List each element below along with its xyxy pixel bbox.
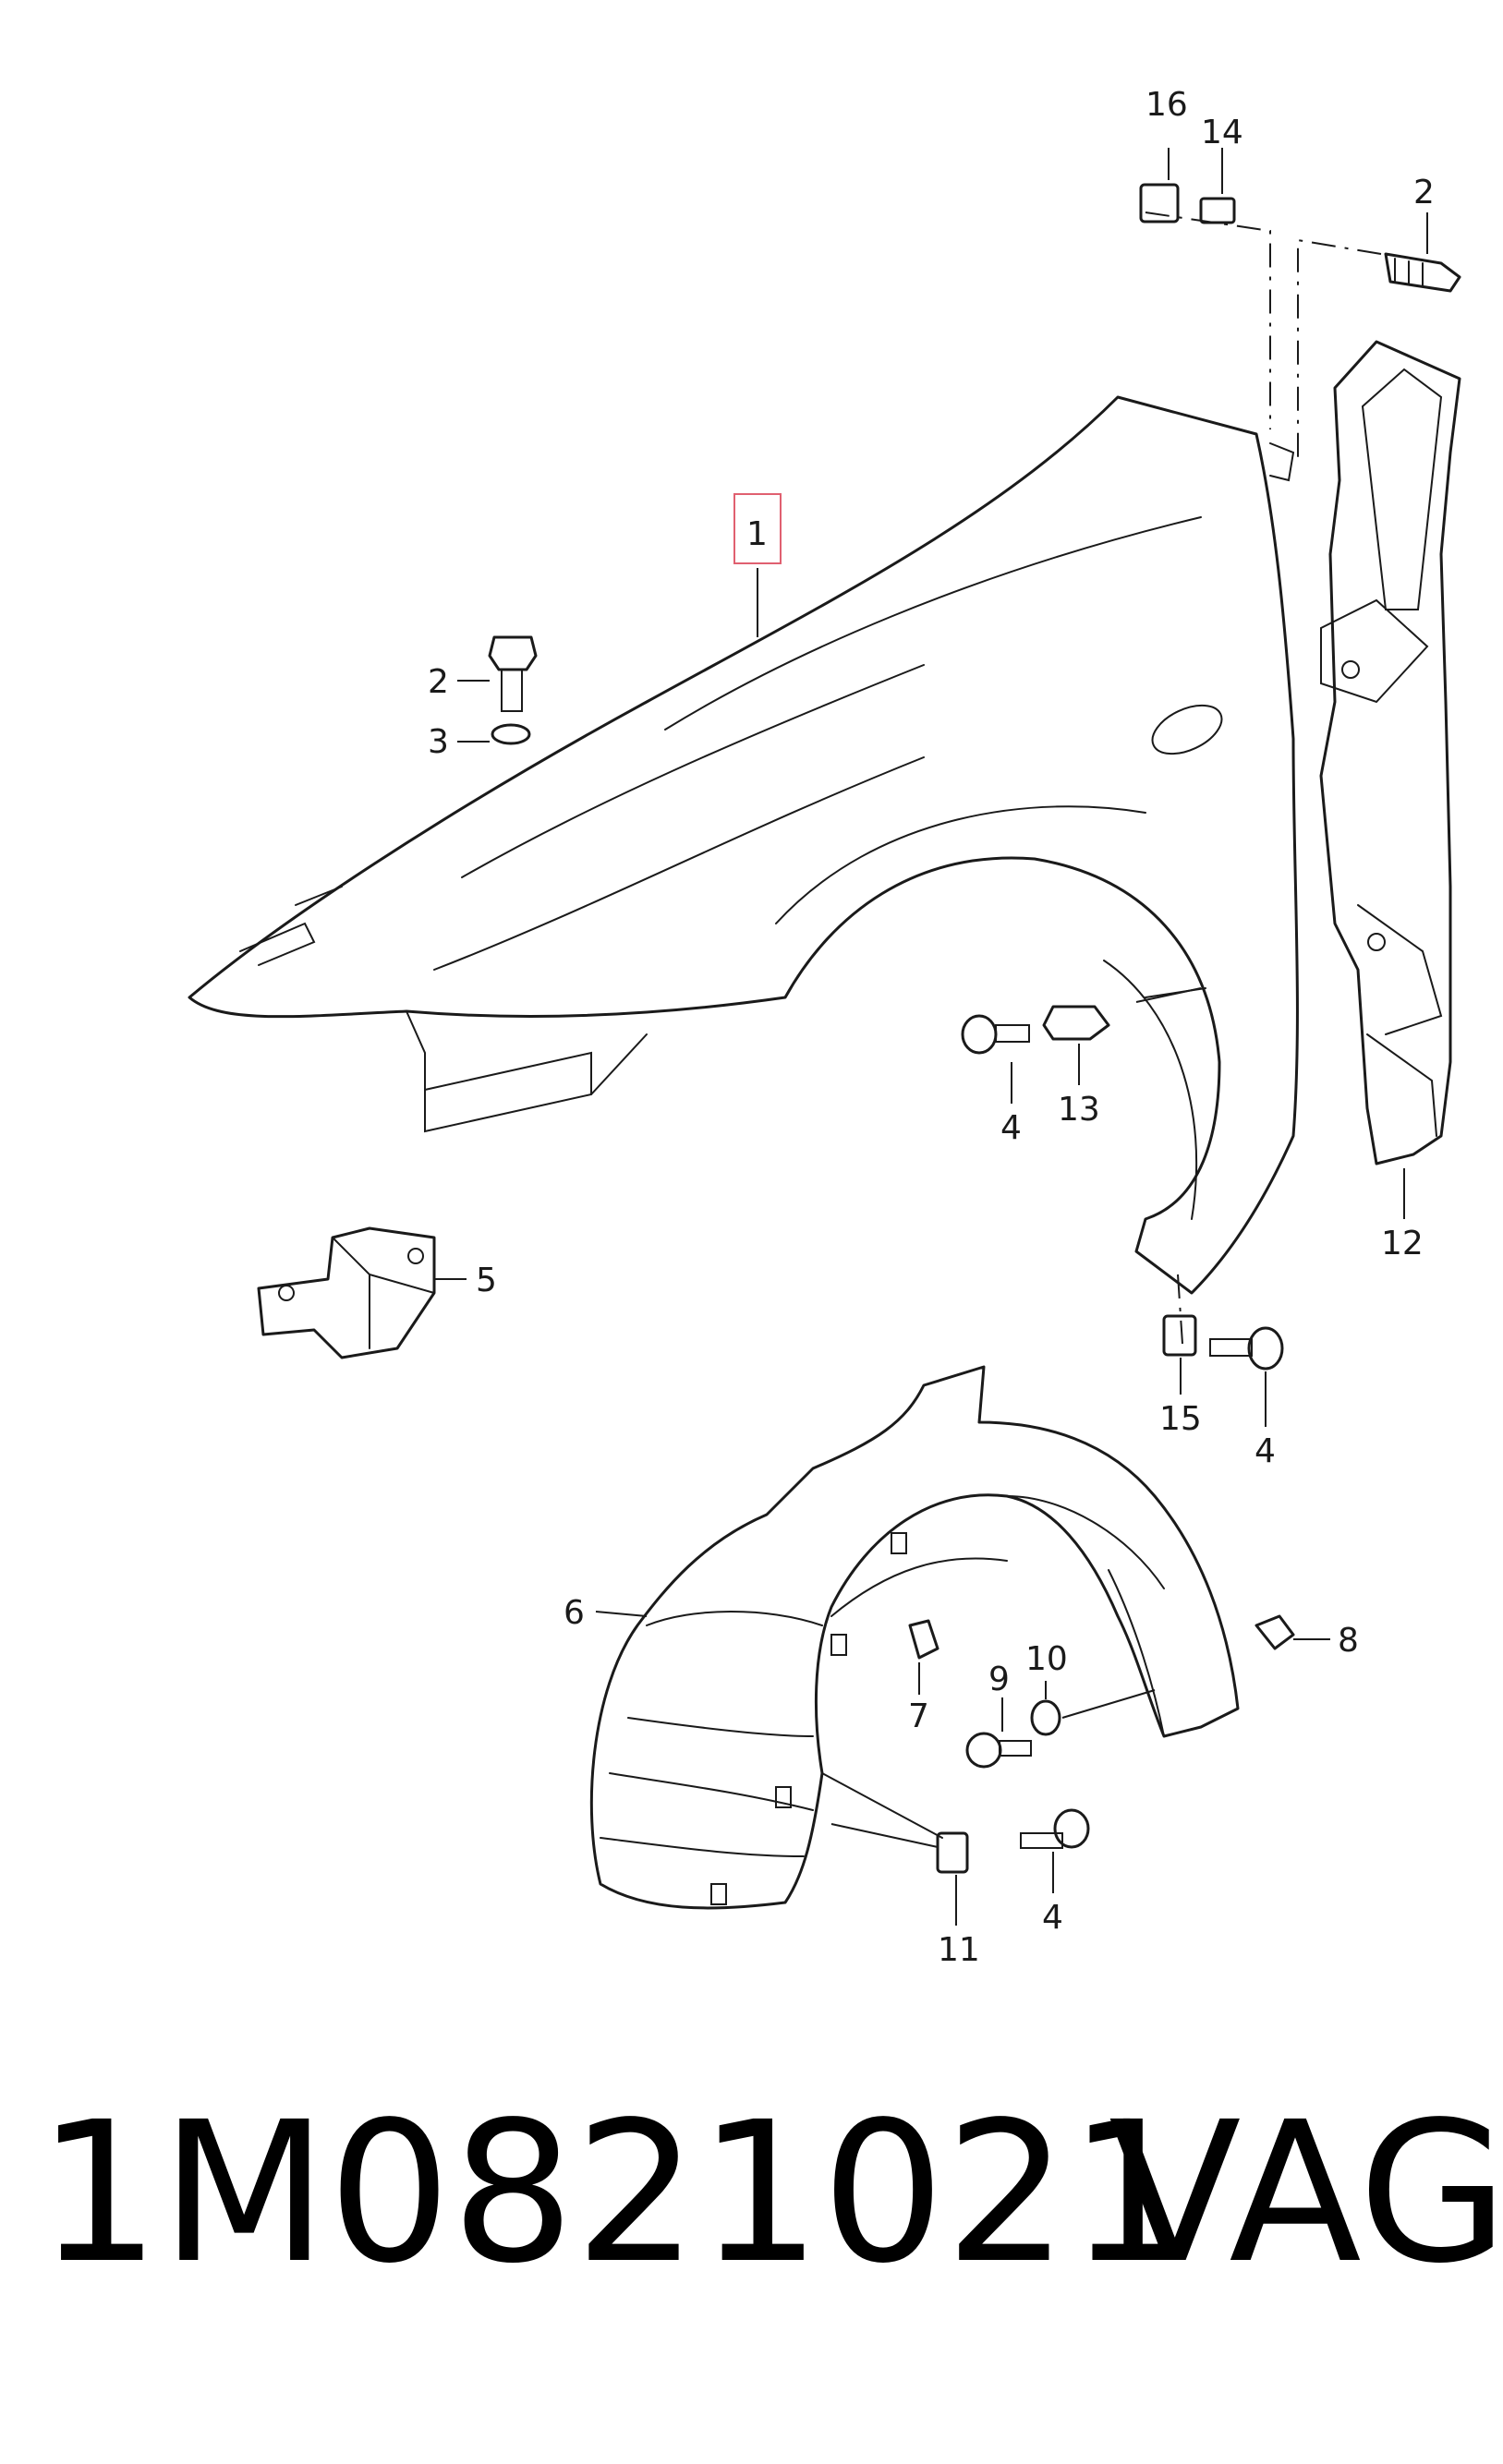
callout-9: 9 (988, 1661, 1010, 1698)
callout-4-right: 4 (1255, 1432, 1276, 1470)
callout-16: 16 (1145, 86, 1188, 124)
callout-4-bottom: 4 (1042, 1899, 1063, 1937)
leader-lines (434, 148, 1428, 1926)
washer-icon (1030, 1699, 1061, 1736)
install-line-3 (1177, 1274, 1183, 1345)
wheel-arch-liner (589, 1365, 1240, 1910)
square-nut-icon (936, 1831, 969, 1874)
mounting-bracket (257, 1226, 436, 1359)
fender-panel (188, 395, 1299, 1295)
highlighted-part-marker (733, 493, 782, 564)
screw-icon (961, 1014, 1030, 1055)
screw-icon (1209, 1326, 1284, 1371)
square-clip-icon (1199, 197, 1236, 224)
part-number: 1M0821021 (37, 2080, 1193, 2306)
callout-12: 12 (1381, 1225, 1424, 1262)
hex-bolt-icon (1384, 252, 1461, 293)
callout-8: 8 (1338, 1622, 1359, 1660)
callout-13: 13 (1058, 1091, 1100, 1129)
callout-2-right: 2 (1413, 174, 1435, 211)
brand-label: VAG (1109, 2080, 1503, 2306)
side-bracket-strip (1319, 340, 1461, 1166)
callout-6: 6 (564, 1594, 585, 1632)
hex-bolt-icon (488, 635, 538, 712)
callout-15: 15 (1159, 1400, 1202, 1438)
washer-icon (491, 723, 531, 745)
square-nut-icon (1139, 183, 1180, 223)
callout-7: 7 (908, 1697, 929, 1735)
screw-icon (1020, 1808, 1090, 1849)
callout-2-left: 2 (428, 663, 449, 701)
push-clip-icon (1255, 1614, 1295, 1650)
callout-4-mid: 4 (1000, 1109, 1022, 1147)
callout-5: 5 (476, 1262, 497, 1299)
install-line-1 (1145, 211, 1271, 429)
callout-3: 3 (428, 723, 449, 761)
push-clip-icon (1042, 1005, 1110, 1041)
push-clip-icon (908, 1619, 939, 1660)
callout-1: 1 (746, 515, 768, 553)
callout-11: 11 (938, 1931, 980, 1969)
square-nut-icon (1162, 1314, 1197, 1357)
screw-icon (965, 1732, 1032, 1769)
callout-10: 10 (1025, 1640, 1068, 1678)
install-line-2 (1297, 238, 1382, 462)
callout-14: 14 (1201, 114, 1243, 151)
